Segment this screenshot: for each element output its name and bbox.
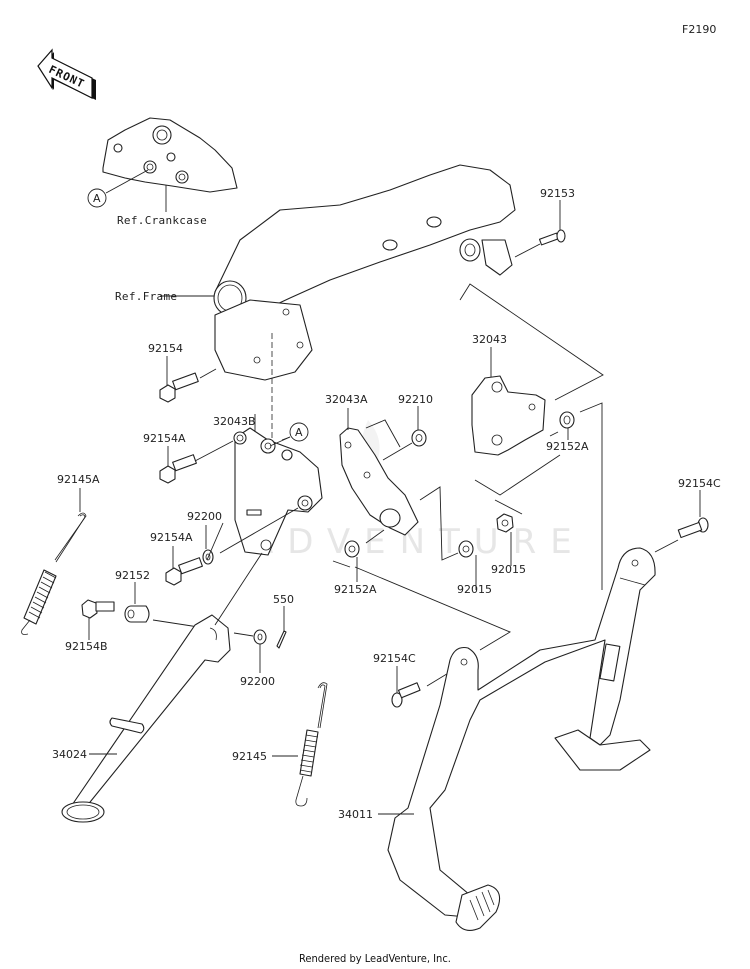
ref-crankcase-label: Ref.Crankcase bbox=[117, 214, 207, 227]
nut-92210 bbox=[382, 406, 427, 461]
collar-92152 bbox=[124, 582, 206, 629]
bushing-92152A-upper bbox=[549, 402, 603, 590]
bushing-92152A-lower bbox=[332, 529, 385, 582]
nut-92015-right bbox=[494, 499, 523, 566]
bolt-92154C-lower bbox=[391, 666, 456, 708]
label-32043A: 32043A bbox=[325, 393, 368, 406]
side-stand-34024 bbox=[61, 522, 263, 823]
label-92152: 92152 bbox=[115, 569, 150, 582]
label-92200-lower: 92200 bbox=[240, 675, 275, 688]
bracket-32043B bbox=[233, 414, 323, 556]
label-92200-upper: 92200 bbox=[187, 510, 222, 523]
front-arrow-icon: FRONT bbox=[37, 48, 96, 100]
label-92154C-lower: 92154C bbox=[373, 652, 416, 665]
label-550: 550 bbox=[273, 593, 294, 606]
plate-32043A bbox=[339, 408, 419, 536]
label-92153: 92153 bbox=[540, 187, 575, 200]
bolt-92154B bbox=[81, 599, 115, 640]
label-92210: 92210 bbox=[398, 393, 433, 406]
frame-reference bbox=[160, 164, 516, 381]
diagram-code: F2190 bbox=[682, 23, 716, 36]
bracket-32043 bbox=[459, 283, 604, 496]
label-92154C-upper: 92154C bbox=[678, 477, 721, 490]
nut-92015-left bbox=[419, 486, 477, 590]
label-32043: 32043 bbox=[472, 333, 507, 346]
label-92015-right: 92015 bbox=[491, 563, 526, 576]
bolt-92154A-upper bbox=[159, 440, 234, 484]
svg-text:A: A bbox=[295, 426, 303, 439]
washer-92200-lower bbox=[233, 629, 267, 673]
spring-92145 bbox=[272, 682, 328, 807]
callout-a-crankcase: A bbox=[87, 169, 149, 208]
spring-92145A bbox=[21, 488, 87, 635]
label-92152A-upper: 92152A bbox=[546, 440, 589, 453]
label-92015-left: 92015 bbox=[457, 583, 492, 596]
bolt-92153 bbox=[514, 200, 566, 258]
label-34011: 34011 bbox=[338, 808, 373, 821]
callout-a-bracket: A bbox=[269, 422, 309, 447]
bolt-92154A-lower bbox=[165, 546, 203, 586]
label-92154A-lower: 92154A bbox=[150, 531, 193, 544]
label-92145A: 92145A bbox=[57, 473, 100, 486]
label-34024: 34024 bbox=[52, 748, 87, 761]
pin-550 bbox=[276, 606, 287, 649]
label-92154A-upper: 92154A bbox=[143, 432, 186, 445]
footer-credit: Rendered by LeadVenture, Inc. bbox=[299, 952, 451, 965]
label-92154B: 92154B bbox=[65, 640, 108, 653]
bolt-92154C-upper bbox=[654, 490, 709, 553]
crankcase-reference bbox=[102, 117, 238, 212]
label-92152A-lower: 92152A bbox=[334, 583, 377, 596]
label-92154: 92154 bbox=[148, 342, 183, 355]
label-92145: 92145 bbox=[232, 750, 267, 763]
center-stand-34011 bbox=[354, 547, 656, 931]
svg-text:A: A bbox=[93, 192, 101, 205]
label-32043B: 32043B bbox=[213, 415, 256, 428]
watermark: ADVENTURE bbox=[250, 522, 586, 562]
ref-frame-label: Ref.Frame bbox=[115, 290, 177, 303]
